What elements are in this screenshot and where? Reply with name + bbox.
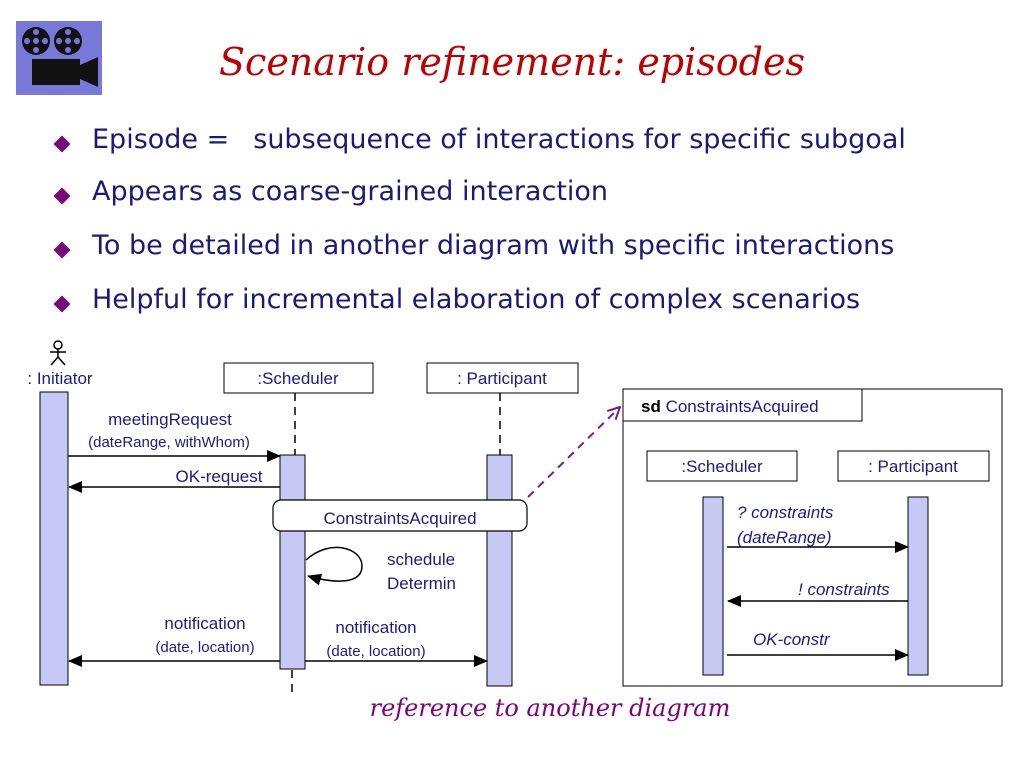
reference-dashed-arrow — [527, 407, 620, 498]
bullet-text: Appears as coarse-grained interaction — [92, 176, 609, 207]
bullet-text: To be detailed in another diagram with s… — [92, 230, 895, 261]
participant-label: : Participant — [457, 369, 547, 388]
sd-keyword: sd — [641, 397, 661, 416]
scheduler-activation-bar — [279, 454, 306, 670]
sd-scheduler-header — [646, 450, 798, 482]
self-message-arrow — [305, 546, 363, 586]
sd-msg2-label: ! constraints — [798, 580, 890, 599]
sd-frame-title: sd ConstraintsAcquired — [641, 397, 819, 416]
bullet-text: Helpful for incremental elaboration of c… — [92, 284, 861, 315]
film-reel-icon-2 — [54, 27, 82, 55]
scheduler-label: :Scheduler — [257, 369, 339, 388]
episode-label: ConstraintsAcquired — [323, 509, 476, 528]
slide-title: Scenario refinement: episodes — [219, 40, 805, 84]
participant-activation-bar — [486, 454, 513, 687]
episode-reference-box — [272, 499, 528, 532]
initiator-label: : Initiator — [27, 369, 93, 388]
bullet-term: Episode = — [92, 124, 230, 155]
sd-participant-activation-bar — [907, 496, 929, 676]
camera-body-icon — [32, 59, 80, 85]
notification-right-args: (date, location) — [326, 643, 425, 660]
notification-left-args: (date, location) — [155, 639, 254, 656]
movie-camera-logo — [16, 21, 102, 95]
sd-name: ConstraintsAcquired — [661, 397, 819, 416]
sd-scheduler-label: :Scheduler — [681, 457, 763, 476]
sd-msg3-label: OK-constr — [753, 630, 831, 649]
camera-lens-icon — [80, 57, 98, 87]
meeting-request-args: (dateRange, withWhom) — [88, 434, 250, 451]
sd-msg1-label-line2: (dateRange) — [737, 528, 832, 547]
initiator-activation-bar — [39, 391, 69, 686]
sd-frame — [622, 388, 1003, 687]
sd-participant-header — [837, 450, 990, 482]
self-message-label-line2: Determin — [387, 574, 456, 593]
notification-left-label: notification — [164, 614, 245, 633]
reference-caption: reference to another diagram — [369, 694, 731, 722]
film-reel-icon — [22, 27, 50, 55]
sd-participant-label: : Participant — [868, 457, 958, 476]
actor-stick-figure-icon — [50, 340, 66, 366]
bullet-definition: subsequence of interactions for specific… — [253, 124, 906, 155]
ok-request-label: OK-request — [176, 467, 263, 486]
sd-msg1-label-line1: ? constraints — [737, 503, 834, 522]
sd-scheduler-activation-bar — [702, 496, 724, 676]
participant-lifeline-header — [426, 362, 579, 394]
notification-right-label: notification — [335, 618, 416, 637]
meeting-request-label: meetingRequest — [108, 410, 232, 429]
sd-frame-tab — [623, 389, 863, 422]
scheduler-lifeline-header — [223, 362, 374, 394]
self-message-label-line1: schedule — [387, 550, 455, 569]
